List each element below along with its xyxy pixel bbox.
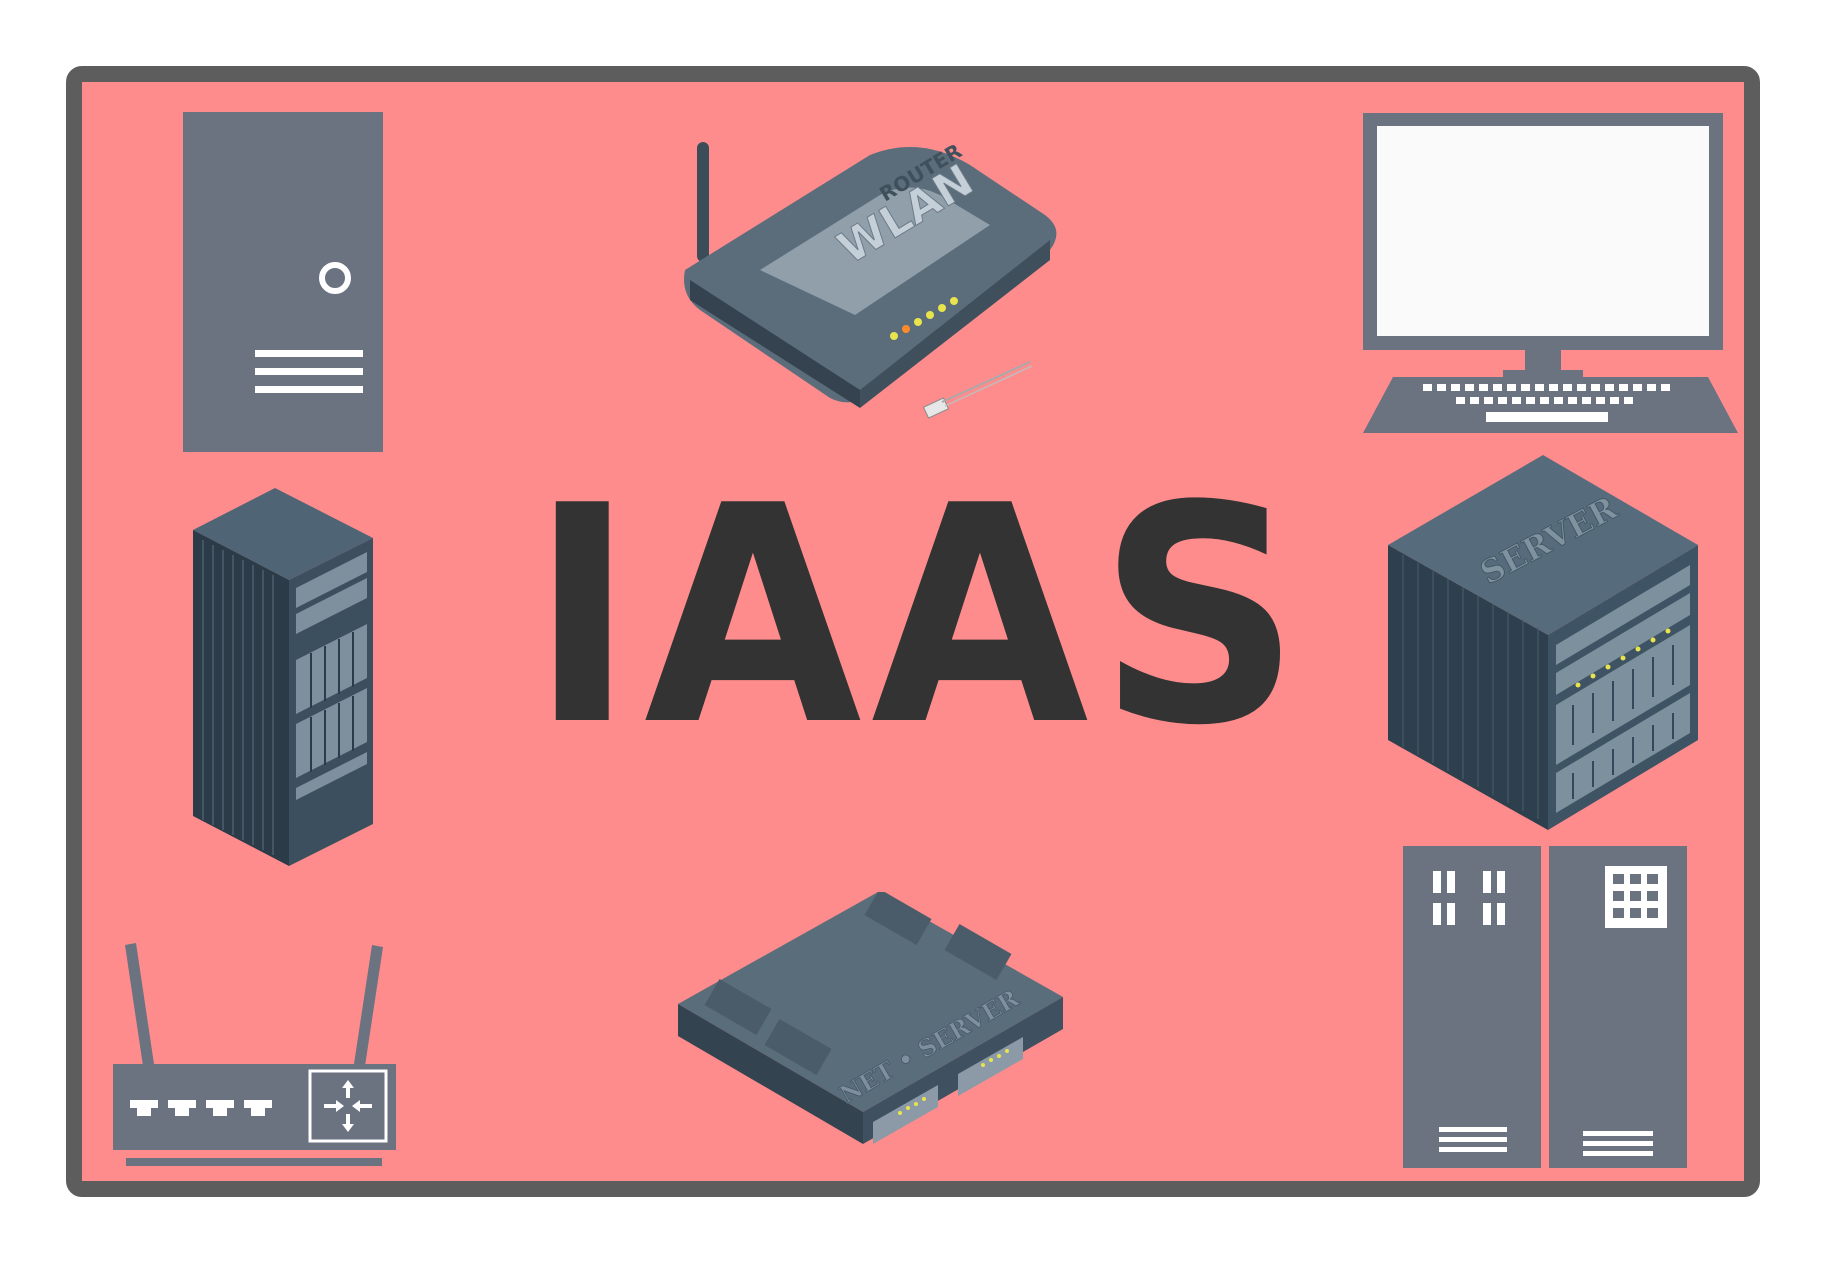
net-server-icon: NET • SERVER: [678, 892, 1063, 1144]
laptop-monitor-icon: [1363, 113, 1738, 433]
wlan-router-icon: WLAN ROUTER: [684, 140, 1057, 419]
diagram-title-text: IAAS: [530, 495, 1310, 735]
diagram-title: IAAS: [530, 495, 1310, 735]
twin-tower-server-icon: [1403, 846, 1687, 1168]
server-rack-icon: [193, 488, 373, 866]
server-cube-icon: SERVER: [1388, 455, 1698, 830]
network-router-icon: [113, 943, 396, 1166]
tower-pc-icon: [183, 112, 383, 452]
